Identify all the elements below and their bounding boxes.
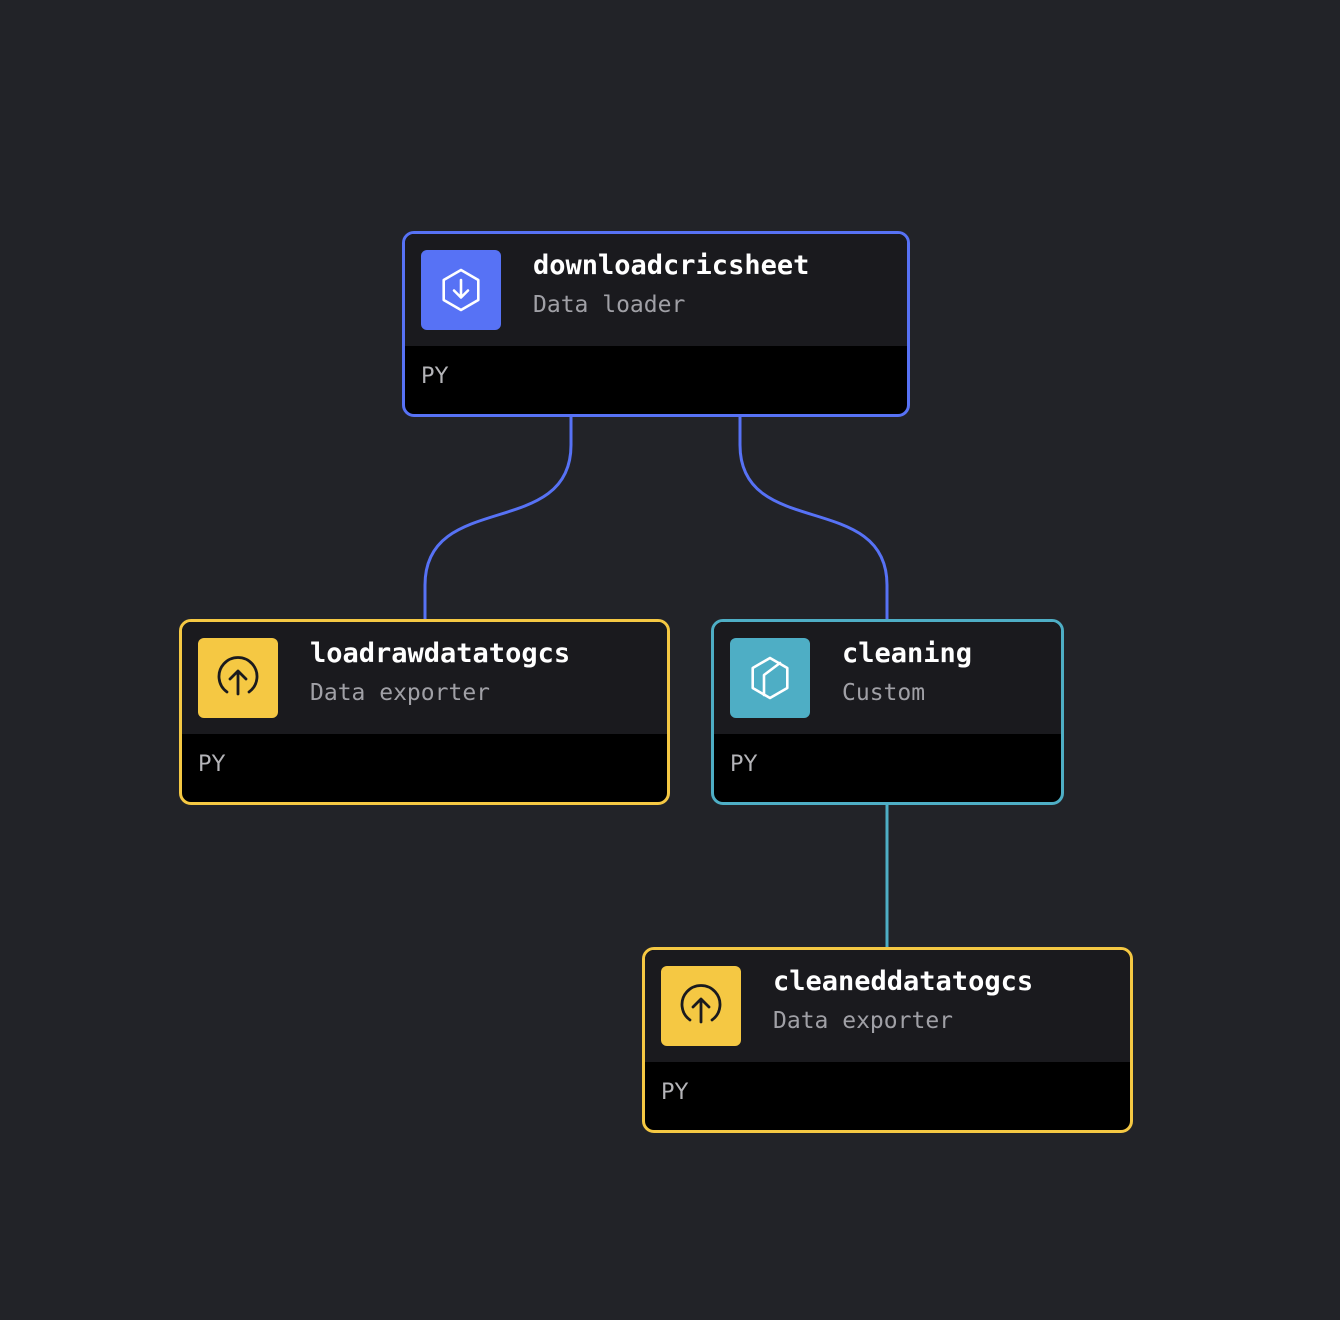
block-type-badge [198,638,278,718]
download-icon [442,268,480,312]
block-cleaneddatatogcs[interactable]: cleaneddatatogcs Data exporter PY [642,947,1133,1133]
block-header: loadrawdatatogcs Data exporter [182,622,667,734]
block-type-badge [661,966,741,1046]
block-language: PY [730,752,759,777]
block-name: cleaning [842,638,973,669]
block-downloadcricsheet[interactable]: downloadcricsheet Data loader PY [402,231,910,417]
block-cleaning[interactable]: cleaning Custom PY [711,619,1064,805]
block-type-label: Data exporter [310,680,491,706]
block-language: PY [198,752,227,777]
block-name: cleaneddatatogcs [773,966,1034,997]
block-name: downloadcricsheet [533,250,810,281]
block-type-badge [730,638,810,718]
upload-icon [680,984,722,1024]
block-header: downloadcricsheet Data loader [405,234,907,346]
block-language: PY [421,364,450,389]
block-type-badge [421,250,501,330]
upload-icon [217,656,259,696]
edge-downloadcricsheet-to-loadrawdatatogcs [423,416,573,620]
block-type-label: Data loader [533,292,686,318]
block-footer: PY [714,734,1061,802]
cube-icon [751,656,789,700]
block-header: cleaning Custom [714,622,1061,734]
block-type-label: Data exporter [773,1008,954,1034]
block-loadrawdatatogcs[interactable]: loadrawdatatogcs Data exporter PY [179,619,670,805]
edge-downloadcricsheet-to-cleaning [738,416,889,620]
block-language: PY [661,1080,690,1105]
block-name: loadrawdatatogcs [310,638,571,669]
block-type-label: Custom [842,680,926,706]
block-footer: PY [182,734,667,802]
block-footer: PY [405,346,907,414]
block-header: cleaneddatatogcs Data exporter [645,950,1130,1062]
block-footer: PY [645,1062,1130,1130]
